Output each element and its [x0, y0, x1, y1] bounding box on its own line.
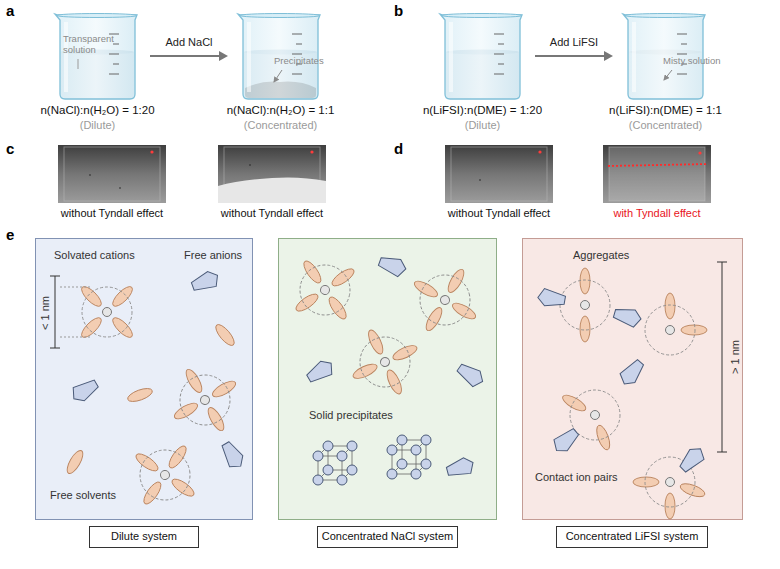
panel-letter: a — [6, 2, 14, 19]
arrow-label: Add NaCl — [129, 36, 249, 48]
solvated-cation — [170, 365, 239, 434]
node-text: n(LiFSI):n(DME) = 1:20 — [395, 104, 570, 117]
node-text: Solid precipitates — [309, 409, 429, 422]
photo-node: without Tyndall effect — [218, 145, 326, 203]
node-text: Precipitates — [274, 56, 326, 67]
node-text: n(NaCl):n(H₂O) = 1:1 — [193, 104, 368, 117]
node-text: (Concentrated) — [578, 119, 753, 132]
solvated-cation — [292, 257, 358, 323]
anion — [190, 269, 221, 294]
node-text: Concentrated NaCl system — [318, 530, 457, 543]
crystal — [313, 441, 357, 485]
scheme-panel: Solid precipitates — [278, 238, 497, 520]
node-text: without Tyndall effect — [197, 207, 347, 220]
solvent — [126, 386, 154, 404]
arrow-label: Add LiFSI — [514, 36, 634, 48]
node-text: Concentrated LiFSI system — [557, 530, 707, 543]
size-bar — [717, 262, 727, 452]
solvated-cation — [349, 326, 422, 399]
label-box: Concentrated NaCl system — [317, 526, 458, 548]
beaker-drawing — [440, 14, 522, 100]
process-arrow — [535, 51, 613, 61]
node-text: Free anions — [184, 249, 252, 262]
node-text: n(NaCl):n(H₂O) = 1:20 — [10, 104, 185, 117]
laser-beam — [608, 164, 708, 166]
label-box: Dilute system — [89, 526, 199, 548]
photo-node: without Tyndall effect — [58, 145, 166, 203]
photo-node: with Tyndall effect — [603, 145, 711, 203]
leader-line — [274, 70, 282, 82]
size-bar — [50, 276, 92, 348]
anion — [377, 253, 408, 278]
node-text: > 1 nm — [729, 335, 743, 379]
photo-node: without Tyndall effect — [445, 145, 553, 203]
panel-letter: c — [6, 140, 14, 157]
arrow-line — [150, 55, 220, 57]
aggregate — [537, 268, 707, 456]
beaker-node: Misty solutionn(LiFSI):n(DME) = 1:1(Conc… — [623, 12, 708, 100]
leader-line — [664, 70, 672, 80]
node-text: n(LiFSI):n(DME) = 1:1 — [578, 104, 753, 117]
scheme-panel: Solvated cations Free anions < 1 nm Free so… — [35, 238, 253, 520]
node-text: without Tyndall effect — [424, 207, 574, 220]
panel-letter: d — [394, 140, 403, 157]
anion — [304, 357, 336, 385]
photo — [445, 145, 553, 203]
node-text: with Tyndall effect — [582, 207, 732, 220]
arrow-head — [219, 51, 228, 61]
process-arrow — [150, 51, 228, 61]
solvent — [64, 448, 86, 476]
anion — [69, 377, 101, 405]
node-text: Aggregates — [573, 249, 673, 262]
arrow-line — [535, 55, 605, 57]
beaker-drawing — [55, 14, 137, 100]
solvated-cation — [410, 265, 479, 334]
panel-letter: e — [6, 226, 14, 243]
node-text: Transparent solution — [63, 34, 121, 56]
node-text: Solvated cations — [54, 249, 164, 262]
anion — [455, 360, 487, 389]
label-box: Concentrated LiFSI system — [556, 526, 708, 548]
beaker-node: Transparent solutionn(NaCl):n(H₂O) = 1:2… — [55, 12, 140, 100]
anion — [219, 439, 247, 471]
node-text: (Dilute) — [10, 119, 185, 132]
crystal — [387, 435, 431, 479]
node-text: Contact ion pairs — [535, 471, 645, 484]
solvated-cation — [79, 284, 136, 341]
contact-ion-pair — [633, 444, 708, 519]
anion — [445, 456, 475, 479]
solvated-cation — [132, 442, 198, 508]
leader-line — [78, 59, 79, 69]
node-text: < 1 nm — [39, 291, 53, 335]
node-text: Dilute system — [90, 530, 198, 543]
beaker-node: Precipitatesn(NaCl):n(H₂O) = 1:1(Concent… — [238, 12, 323, 100]
node-text: Free solvents — [50, 489, 140, 502]
precipitate — [245, 82, 316, 98]
scheme-panel: Aggregates > 1 nm Contact ion pairs — [522, 238, 743, 520]
photo — [218, 145, 326, 203]
photo — [603, 145, 711, 203]
node-text: without Tyndall effect — [37, 207, 187, 220]
arrow-head — [604, 51, 613, 61]
node-text: Misty solution — [663, 56, 729, 67]
solvent — [213, 322, 237, 348]
node-text: (Dilute) — [395, 119, 570, 132]
photo — [58, 145, 166, 203]
beaker-node: n(LiFSI):n(DME) = 1:20(Dilute) — [440, 12, 525, 100]
panel-letter: b — [394, 2, 403, 19]
node-text: (Concentrated) — [193, 119, 368, 132]
